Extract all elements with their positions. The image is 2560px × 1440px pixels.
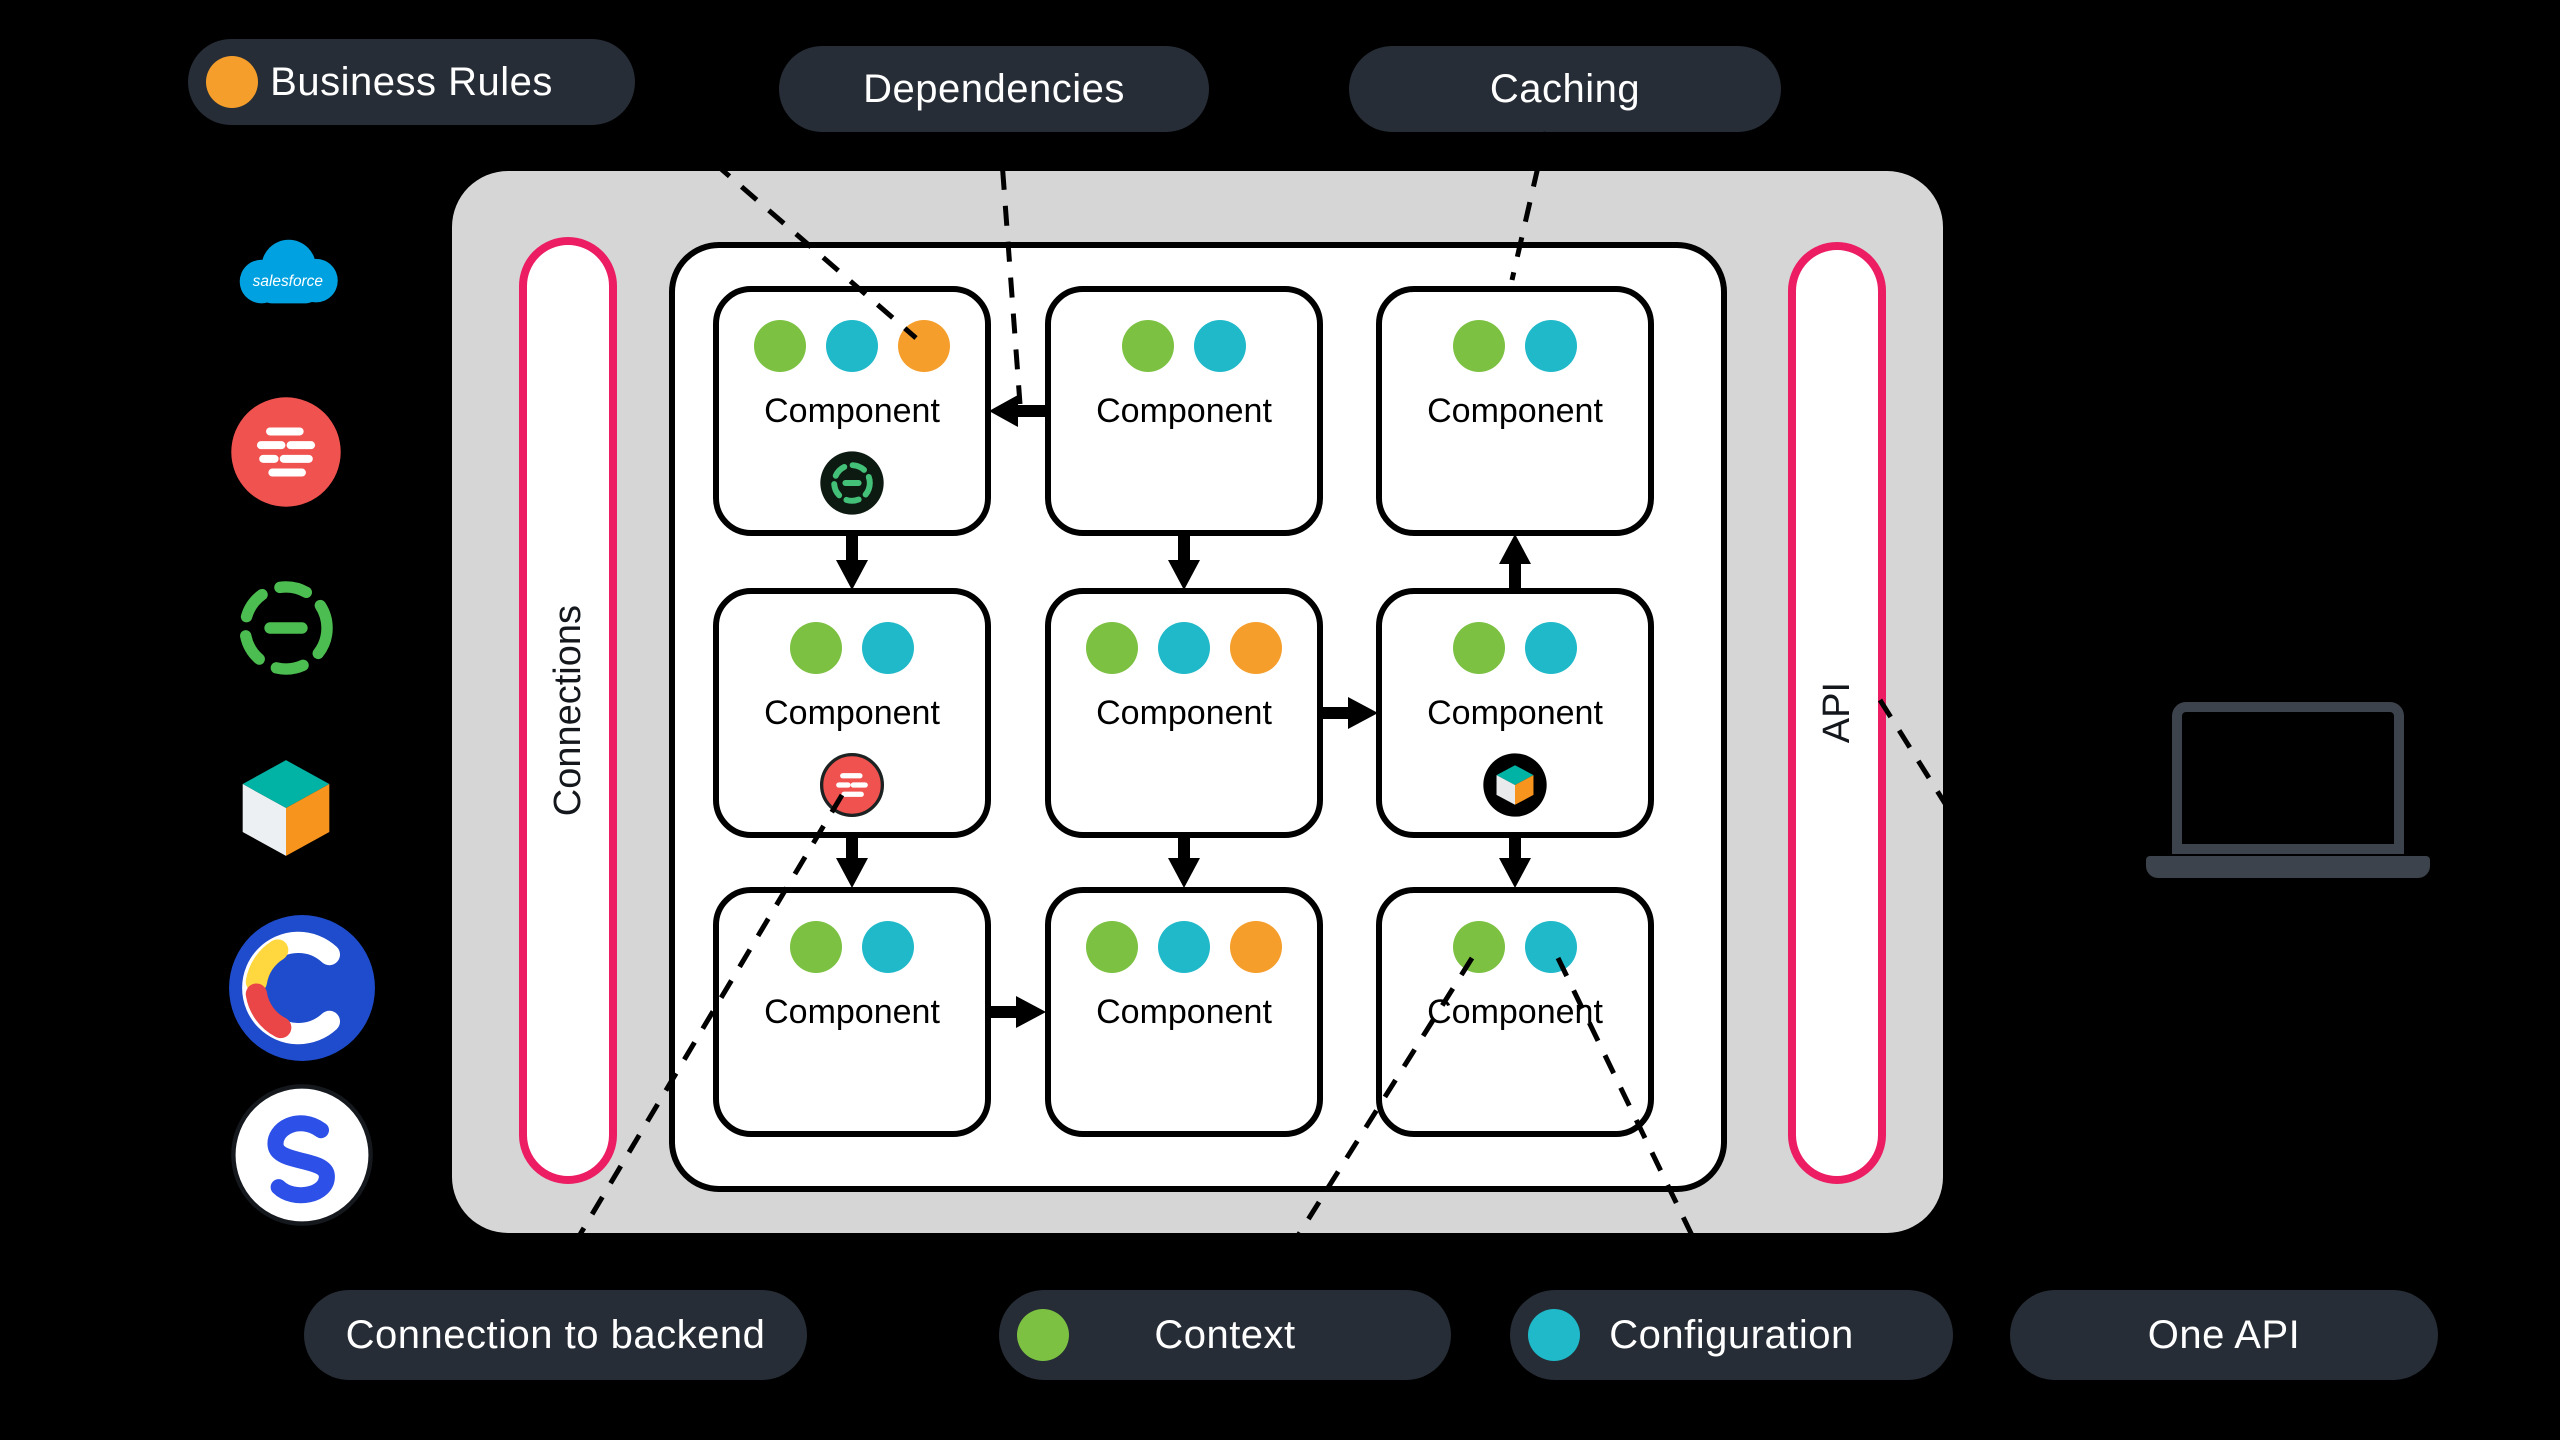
cyan-dot — [1525, 622, 1577, 674]
component-label: Component — [1096, 993, 1272, 1031]
laptop-icon — [2146, 702, 2430, 878]
laptop-screen — [2172, 702, 2404, 854]
context-dot — [1017, 1309, 1069, 1361]
api-rail: API — [1788, 242, 1886, 1184]
component-dots — [1453, 622, 1577, 674]
svg-text:salesforce: salesforce — [253, 273, 323, 290]
caching-text: Caching — [1489, 66, 1641, 111]
component-label: Component — [1427, 392, 1603, 430]
green-dot — [790, 622, 842, 674]
component-label: Component — [1427, 694, 1603, 732]
label-one-api: One API — [2010, 1290, 2438, 1380]
component-dots — [1453, 320, 1577, 372]
component-label: Component — [1096, 694, 1272, 732]
green-dot — [1453, 921, 1505, 973]
component-cell-1-1: Component — [713, 286, 991, 536]
component-dots — [1086, 921, 1282, 973]
segment-badge-icon — [819, 450, 885, 516]
segment-logo — [229, 571, 343, 685]
cyan-dot — [1158, 921, 1210, 973]
label-caching: Caching — [1349, 46, 1781, 132]
cube-badge-icon — [1482, 752, 1548, 818]
cyan-dot — [862, 921, 914, 973]
label-dependencies: Dependencies — [779, 46, 1209, 132]
component-grid: Component Component Compone — [669, 242, 1727, 1192]
label-context: Context — [999, 1290, 1451, 1380]
component-dots — [790, 622, 914, 674]
orange-dot — [1230, 921, 1282, 973]
cyan-dot — [1194, 320, 1246, 372]
connections-rail-label: Connections — [546, 604, 589, 817]
emarsys-logo — [229, 1082, 375, 1228]
cube-service-logo — [229, 751, 343, 865]
contentful-logo — [226, 912, 378, 1064]
business-rules-dot — [206, 56, 258, 108]
connections-rail: Connections — [519, 237, 617, 1184]
green-dot — [1017, 1309, 1069, 1361]
orange-dot — [898, 320, 950, 372]
one-api-text: One API — [2147, 1312, 2301, 1357]
cyan-dot — [1528, 1309, 1580, 1361]
salesforce-logo: salesforce — [227, 225, 345, 319]
component-cell-2-3: Component — [1376, 588, 1654, 838]
orange-dot — [1230, 622, 1282, 674]
green-dot — [1453, 320, 1505, 372]
component-cell-3-2: Component — [1045, 887, 1323, 1137]
component-cell-2-2: Component — [1045, 588, 1323, 838]
business-rules-text: Business Rules — [270, 59, 553, 104]
green-dot — [1086, 921, 1138, 973]
api-rail-label: API — [1815, 682, 1858, 744]
salesforce-cloud-icon — [239, 239, 338, 304]
label-business-rules: Business Rules — [188, 39, 635, 125]
component-cell-1-3: Component — [1376, 286, 1654, 536]
green-dot — [1453, 622, 1505, 674]
component-dots — [790, 921, 914, 973]
red-service-logo — [229, 395, 343, 509]
component-cell-3-3: Component — [1376, 887, 1654, 1137]
component-cell-1-2: Component — [1045, 286, 1323, 536]
green-dot — [790, 921, 842, 973]
connection-to-backend-text: Connection to backend — [345, 1312, 766, 1357]
green-dot — [1122, 320, 1174, 372]
component-label: Component — [764, 993, 940, 1031]
configuration-dot — [1528, 1309, 1580, 1361]
dependencies-text: Dependencies — [863, 66, 1125, 111]
cyan-dot — [1525, 320, 1577, 372]
orange-dot — [206, 56, 258, 108]
cyan-dot — [862, 622, 914, 674]
laptop-base — [2146, 856, 2430, 878]
component-dots — [1086, 622, 1282, 674]
green-dot — [1086, 622, 1138, 674]
component-dots — [754, 320, 950, 372]
green-dot — [754, 320, 806, 372]
component-dots — [1453, 921, 1577, 973]
component-label: Component — [764, 694, 940, 732]
component-label: Component — [1427, 993, 1603, 1031]
red-service-badge-icon — [819, 752, 885, 818]
component-dots — [1122, 320, 1246, 372]
component-label: Component — [1096, 392, 1272, 430]
configuration-text: Configuration — [1609, 1312, 1854, 1357]
component-label: Component — [764, 392, 940, 430]
component-cell-2-1: Component — [713, 588, 991, 838]
label-connection-to-backend: Connection to backend — [304, 1290, 807, 1380]
component-cell-3-1: Component — [713, 887, 991, 1137]
platform-container: Connections API Component — [452, 171, 1943, 1233]
context-text: Context — [1154, 1312, 1296, 1357]
cyan-dot — [826, 320, 878, 372]
cyan-dot — [1158, 622, 1210, 674]
cyan-dot — [1525, 921, 1577, 973]
label-configuration: Configuration — [1510, 1290, 1953, 1380]
